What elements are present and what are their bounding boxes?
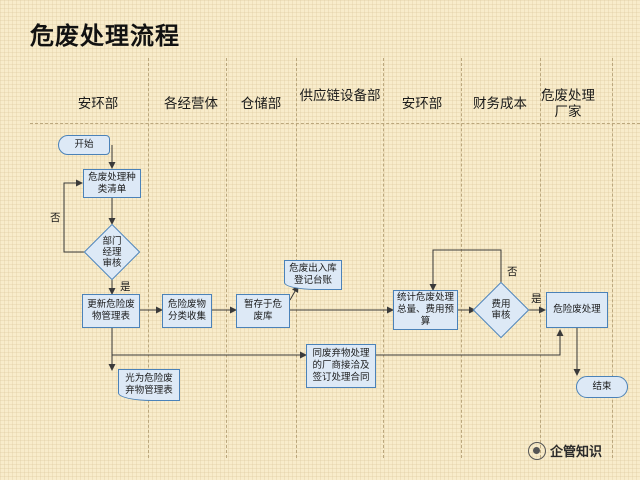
yes-label-right: 是: [531, 293, 542, 305]
lane-header-supply-chain: 供应链设备部: [299, 88, 381, 104]
lane-header-business-units: 各经营体: [164, 96, 218, 112]
start-node: 开始: [58, 135, 110, 155]
watermark: 企管知识: [528, 441, 602, 460]
vendor-contract-node: 同废弃物处理的厂商接洽及签订处理合同: [306, 344, 376, 388]
lane-divider: [148, 58, 149, 458]
no-label: 否: [50, 212, 61, 224]
end-node: 结束: [576, 376, 628, 398]
update-waste-table-node: 更新危险废物管理表: [82, 294, 140, 328]
ledger-document: 危废出入库登记台账: [284, 260, 342, 290]
waste-management-table-document: 光为危险废弃物管理表: [118, 369, 180, 401]
watermark-text: 企管知识: [550, 445, 603, 460]
lane-divider: [612, 58, 613, 458]
no-label-right: 否: [507, 266, 518, 278]
manager-review-decision: 部门经理审核: [83, 223, 141, 281]
cost-review-decision: 费用审核: [472, 281, 530, 339]
page-title: 危废处理流程: [30, 22, 180, 50]
lane-header-warehouse: 仓储部: [240, 96, 282, 112]
lane-header-safety-env: 安环部: [77, 96, 119, 112]
lane-divider: [461, 58, 462, 458]
classify-collect-node: 危险废物分类收集: [162, 294, 212, 328]
header-divider: [30, 123, 640, 124]
lane-divider: [540, 58, 541, 458]
lane-divider: [226, 58, 227, 458]
temp-storage-node: 暂存于危废库: [236, 294, 290, 328]
lane-header-finance: 财务成本: [473, 96, 527, 112]
waste-processing-node: 危险废处理: [546, 292, 608, 328]
lane-header-disposal-vendor: 危废处理厂家: [541, 88, 595, 120]
lane-divider: [296, 58, 297, 458]
waste-type-list-node: 危废处理种类清单: [83, 169, 141, 198]
wechat-logo-icon: [528, 441, 546, 460]
lane-divider: [383, 58, 384, 458]
lane-header-safety-env-2: 安环部: [401, 96, 443, 112]
cost-review-label: 费用审核: [491, 299, 511, 321]
yes-label: 是: [120, 281, 131, 293]
manager-review-label: 部门经理审核: [102, 235, 122, 269]
stats-budget-node: 统计危废处理总量、费用预算: [393, 290, 458, 330]
